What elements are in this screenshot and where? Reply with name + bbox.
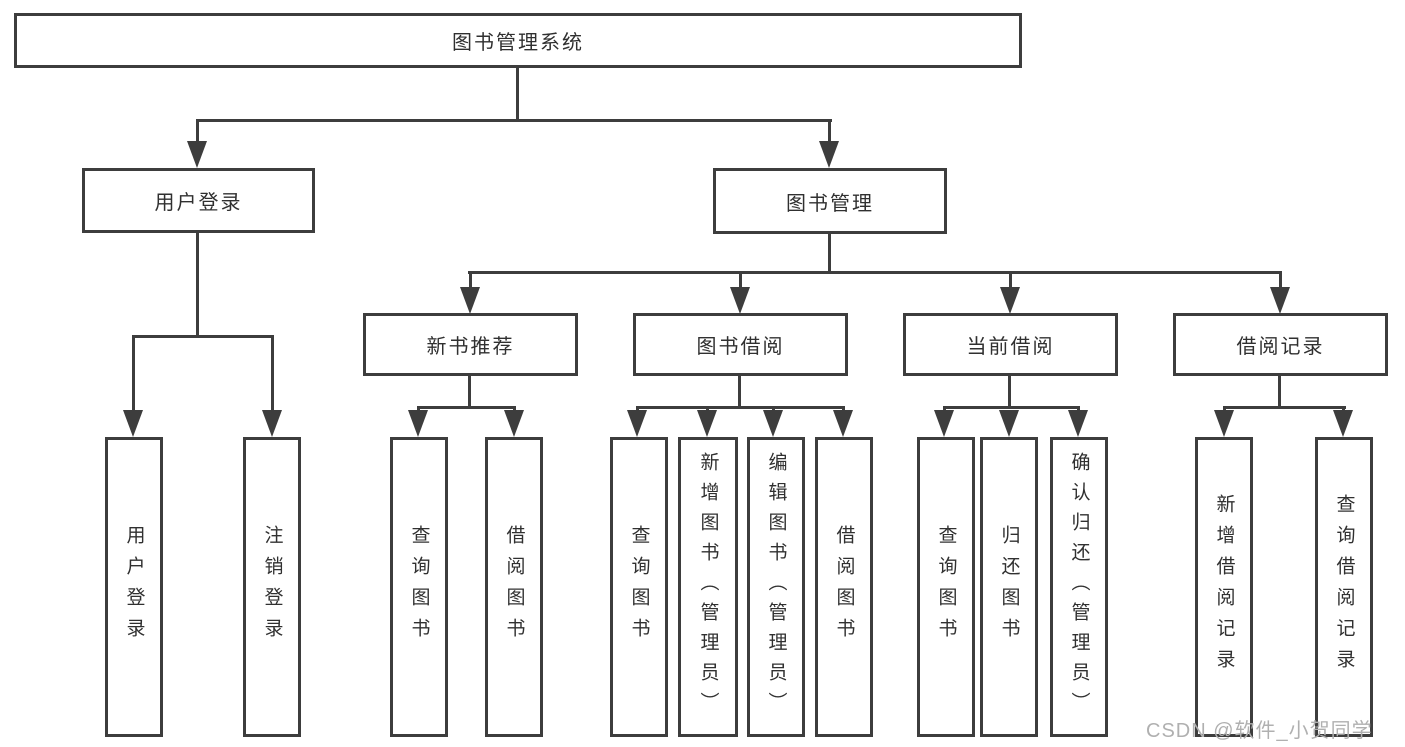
arrow-down-icon [999, 410, 1019, 437]
node-label: 注销登录 [261, 525, 283, 649]
connector-line [828, 119, 831, 145]
node-leaf-user-login: 用户登录 [105, 437, 163, 737]
arrow-down-icon [833, 410, 853, 437]
arrow-down-icon [1000, 287, 1020, 314]
node-leaf-borrow-books-2: 借阅图书 [815, 437, 873, 737]
node-label: 用户登录 [123, 525, 145, 649]
arrow-down-icon [460, 287, 480, 314]
connector-line [1223, 406, 1346, 409]
connector-line [468, 374, 471, 409]
node-label: 新增借阅记录 [1213, 494, 1235, 680]
node-label: 借阅图书 [503, 525, 525, 649]
connector-line [516, 68, 519, 121]
connector-line [828, 231, 831, 274]
connector-line [468, 271, 1282, 274]
connector-line [196, 119, 199, 145]
arrow-down-icon [408, 410, 428, 437]
connector-line [1009, 271, 1012, 290]
node-book-borrowing: 图书借阅 [633, 313, 848, 376]
connector-line [636, 406, 845, 409]
arrow-down-icon [934, 410, 954, 437]
connector-line [943, 406, 1080, 409]
node-current-borrowing: 当前借阅 [903, 313, 1118, 376]
connector-line [739, 271, 742, 290]
node-leaf-return-books: 归还图书 [980, 437, 1038, 737]
connector-line [196, 119, 832, 122]
node-label: 查询图书 [628, 525, 650, 649]
connector-line [132, 335, 274, 338]
node-new-book-recommend: 新书推荐 [363, 313, 578, 376]
watermark: CSDN @软件_小贺同学 [1146, 720, 1373, 742]
node-borrowing-records: 借阅记录 [1173, 313, 1388, 376]
node-leaf-confirm-return-admin: 确认归还（管理员） [1050, 437, 1108, 737]
node-label: 借阅记录 [1236, 336, 1325, 358]
arrow-down-icon [123, 410, 143, 437]
connector-line [469, 271, 472, 290]
connector-line [417, 406, 516, 409]
connector-line [196, 233, 199, 338]
node-label: 查询图书 [935, 525, 957, 649]
arrow-down-icon [763, 410, 783, 437]
node-root-library-system: 图书管理系统 [14, 13, 1022, 68]
connector-line [132, 335, 135, 413]
node-leaf-query-books-2: 查询图书 [610, 437, 668, 737]
connector-line [271, 335, 274, 413]
node-label: 查询借阅记录 [1333, 494, 1355, 680]
arrow-down-icon [1068, 410, 1088, 437]
node-leaf-query-books-3: 查询图书 [917, 437, 975, 737]
node-leaf-query-books-1: 查询图书 [390, 437, 448, 737]
node-book-management: 图书管理 [713, 168, 947, 234]
arrow-down-icon [1214, 410, 1234, 437]
node-label: 新书推荐 [426, 336, 515, 358]
node-label: 查询图书 [408, 525, 430, 649]
arrow-down-icon [1270, 287, 1290, 314]
connector-line [1008, 374, 1011, 409]
arrow-down-icon [697, 410, 717, 437]
arrow-down-icon [504, 410, 524, 437]
node-label: 当前借阅 [966, 336, 1055, 358]
node-label: 新增图书（管理员） [697, 452, 719, 722]
node-label: 图书借阅 [696, 336, 785, 358]
node-label: 借阅图书 [833, 525, 855, 649]
node-label: 图书管理 [786, 192, 874, 215]
arrow-down-icon [627, 410, 647, 437]
connector-line [1278, 374, 1281, 409]
arrow-down-icon [187, 141, 207, 168]
node-leaf-borrow-books-1: 借阅图书 [485, 437, 543, 737]
node-user-login: 用户登录 [82, 168, 315, 233]
connector-line [738, 374, 741, 409]
node-label: 编辑图书（管理员） [765, 452, 787, 722]
connector-line [1279, 271, 1282, 290]
node-leaf-add-borrow-record: 新增借阅记录 [1195, 437, 1253, 737]
node-label: 图书管理系统 [452, 32, 584, 54]
node-label: 用户登录 [154, 192, 243, 214]
node-leaf-add-book-admin: 新增图书（管理员） [678, 437, 738, 737]
node-leaf-query-borrow-record: 查询借阅记录 [1315, 437, 1373, 737]
node-leaf-edit-book-admin: 编辑图书（管理员） [747, 437, 805, 737]
node-leaf-logout: 注销登录 [243, 437, 301, 737]
arrow-down-icon [262, 410, 282, 437]
arrow-down-icon [819, 141, 839, 168]
arrow-down-icon [1333, 410, 1353, 437]
node-label: 确认归还（管理员） [1068, 452, 1090, 722]
node-label: 归还图书 [998, 525, 1020, 649]
arrow-down-icon [730, 287, 750, 314]
